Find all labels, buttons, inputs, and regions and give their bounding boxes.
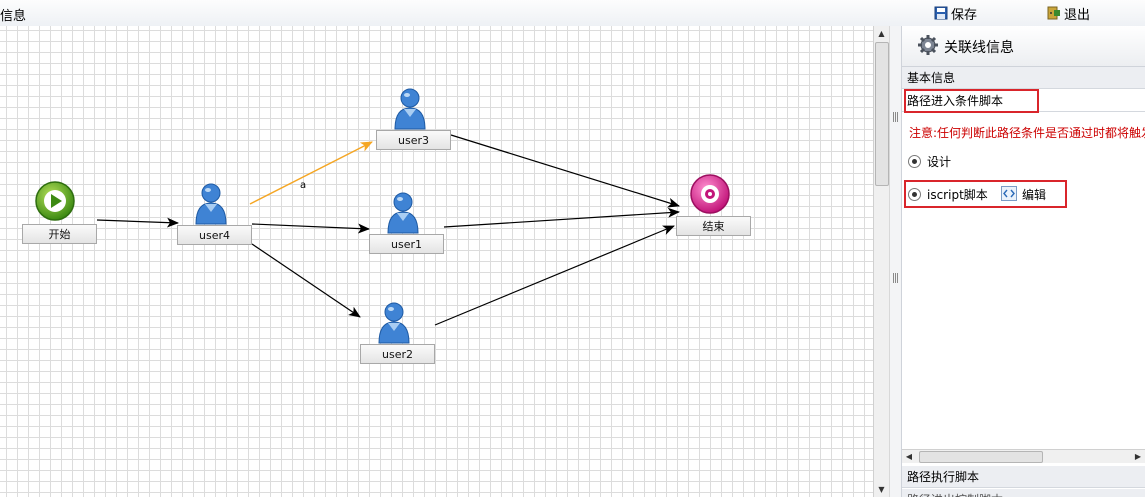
start-play-icon bbox=[35, 181, 75, 221]
user4-node[interactable] bbox=[193, 182, 229, 229]
save-button[interactable]: 保存 bbox=[934, 4, 978, 23]
start-node[interactable] bbox=[34, 180, 76, 225]
panel-horizontal-scrollbar[interactable]: ◀ ▶ bbox=[902, 449, 1145, 463]
iscript-radio[interactable] bbox=[908, 188, 921, 201]
user1-node-label: user1 bbox=[369, 234, 444, 254]
flow-canvas[interactable]: a 开始 user4 user3 bbox=[0, 26, 873, 497]
user-icon bbox=[378, 302, 410, 344]
top-toolbar: 信息 保存 退出 bbox=[0, 0, 1145, 27]
basic-info-section[interactable]: 基本信息 bbox=[902, 67, 1145, 89]
property-panel: 关联线信息 基本信息 路径进入条件脚本 注意:任何判断此路径条件是否通过时都将触… bbox=[902, 26, 1145, 497]
scroll-right-arrow-icon[interactable]: ▶ bbox=[1134, 452, 1142, 461]
edge-user3-end[interactable] bbox=[450, 134, 680, 208]
canvas-vertical-scrollbar[interactable]: ▲ ▼ bbox=[873, 26, 889, 497]
edit-link[interactable]: 编辑 bbox=[1022, 188, 1047, 202]
edge-user1-end[interactable] bbox=[443, 207, 680, 228]
splitter-grip-icon bbox=[893, 112, 898, 122]
splitter-grip-icon bbox=[893, 273, 898, 283]
user-icon bbox=[394, 88, 426, 130]
toolbar-title: 信息 bbox=[0, 9, 27, 24]
exit-label: 退出 bbox=[1064, 7, 1091, 23]
edge-user4-user3[interactable] bbox=[249, 141, 373, 205]
edge-user2-end[interactable] bbox=[434, 225, 675, 326]
user3-node[interactable] bbox=[392, 87, 428, 134]
panel-header: 关联线信息 bbox=[902, 26, 1145, 67]
scroll-thumb[interactable] bbox=[875, 42, 889, 186]
scroll-thumb[interactable] bbox=[919, 451, 1043, 463]
edge-user4-user1[interactable] bbox=[251, 223, 370, 234]
exec-script-section[interactable]: 路径执行脚本 bbox=[902, 466, 1145, 488]
end-node-label: 结束 bbox=[676, 216, 751, 236]
gear-icon bbox=[917, 34, 939, 59]
scroll-down-arrow-icon[interactable]: ▼ bbox=[878, 485, 885, 494]
next-section-fragment[interactable]: 路径进出控制脚本 bbox=[902, 489, 1145, 497]
user-icon bbox=[387, 192, 419, 234]
iscript-option-label: iscript脚本 bbox=[927, 188, 988, 202]
exit-icon bbox=[1047, 6, 1061, 20]
end-stop-icon bbox=[690, 174, 730, 214]
edge-user4-user2[interactable] bbox=[251, 243, 361, 318]
user2-node[interactable] bbox=[376, 301, 412, 348]
panel-splitter[interactable] bbox=[889, 26, 902, 497]
user1-node[interactable] bbox=[385, 191, 421, 238]
end-node[interactable] bbox=[689, 173, 731, 218]
entry-script-highlight bbox=[904, 89, 1039, 113]
exit-button[interactable]: 退出 bbox=[1047, 4, 1091, 23]
scroll-up-arrow-icon[interactable]: ▲ bbox=[878, 29, 885, 38]
user4-node-label: user4 bbox=[177, 225, 252, 245]
iscript-highlight bbox=[904, 180, 1067, 208]
flow-edges bbox=[96, 134, 680, 326]
start-node-label: 开始 bbox=[22, 224, 97, 244]
edge-label-a: a bbox=[300, 180, 307, 191]
warning-text: 注意:任何判断此路径条件是否通过时都将触发 bbox=[909, 126, 1145, 140]
design-radio[interactable] bbox=[908, 155, 921, 168]
user2-node-label: user2 bbox=[360, 344, 435, 364]
scroll-left-arrow-icon[interactable]: ◀ bbox=[905, 452, 913, 461]
code-edit-icon[interactable] bbox=[1001, 186, 1017, 204]
save-label: 保存 bbox=[951, 7, 978, 23]
edge-start-user4[interactable] bbox=[96, 217, 179, 228]
panel-title: 关联线信息 bbox=[944, 40, 1014, 56]
design-option-label: 设计 bbox=[927, 155, 952, 169]
user-icon bbox=[195, 183, 227, 225]
save-icon bbox=[934, 6, 948, 20]
user3-node-label: user3 bbox=[376, 130, 451, 150]
